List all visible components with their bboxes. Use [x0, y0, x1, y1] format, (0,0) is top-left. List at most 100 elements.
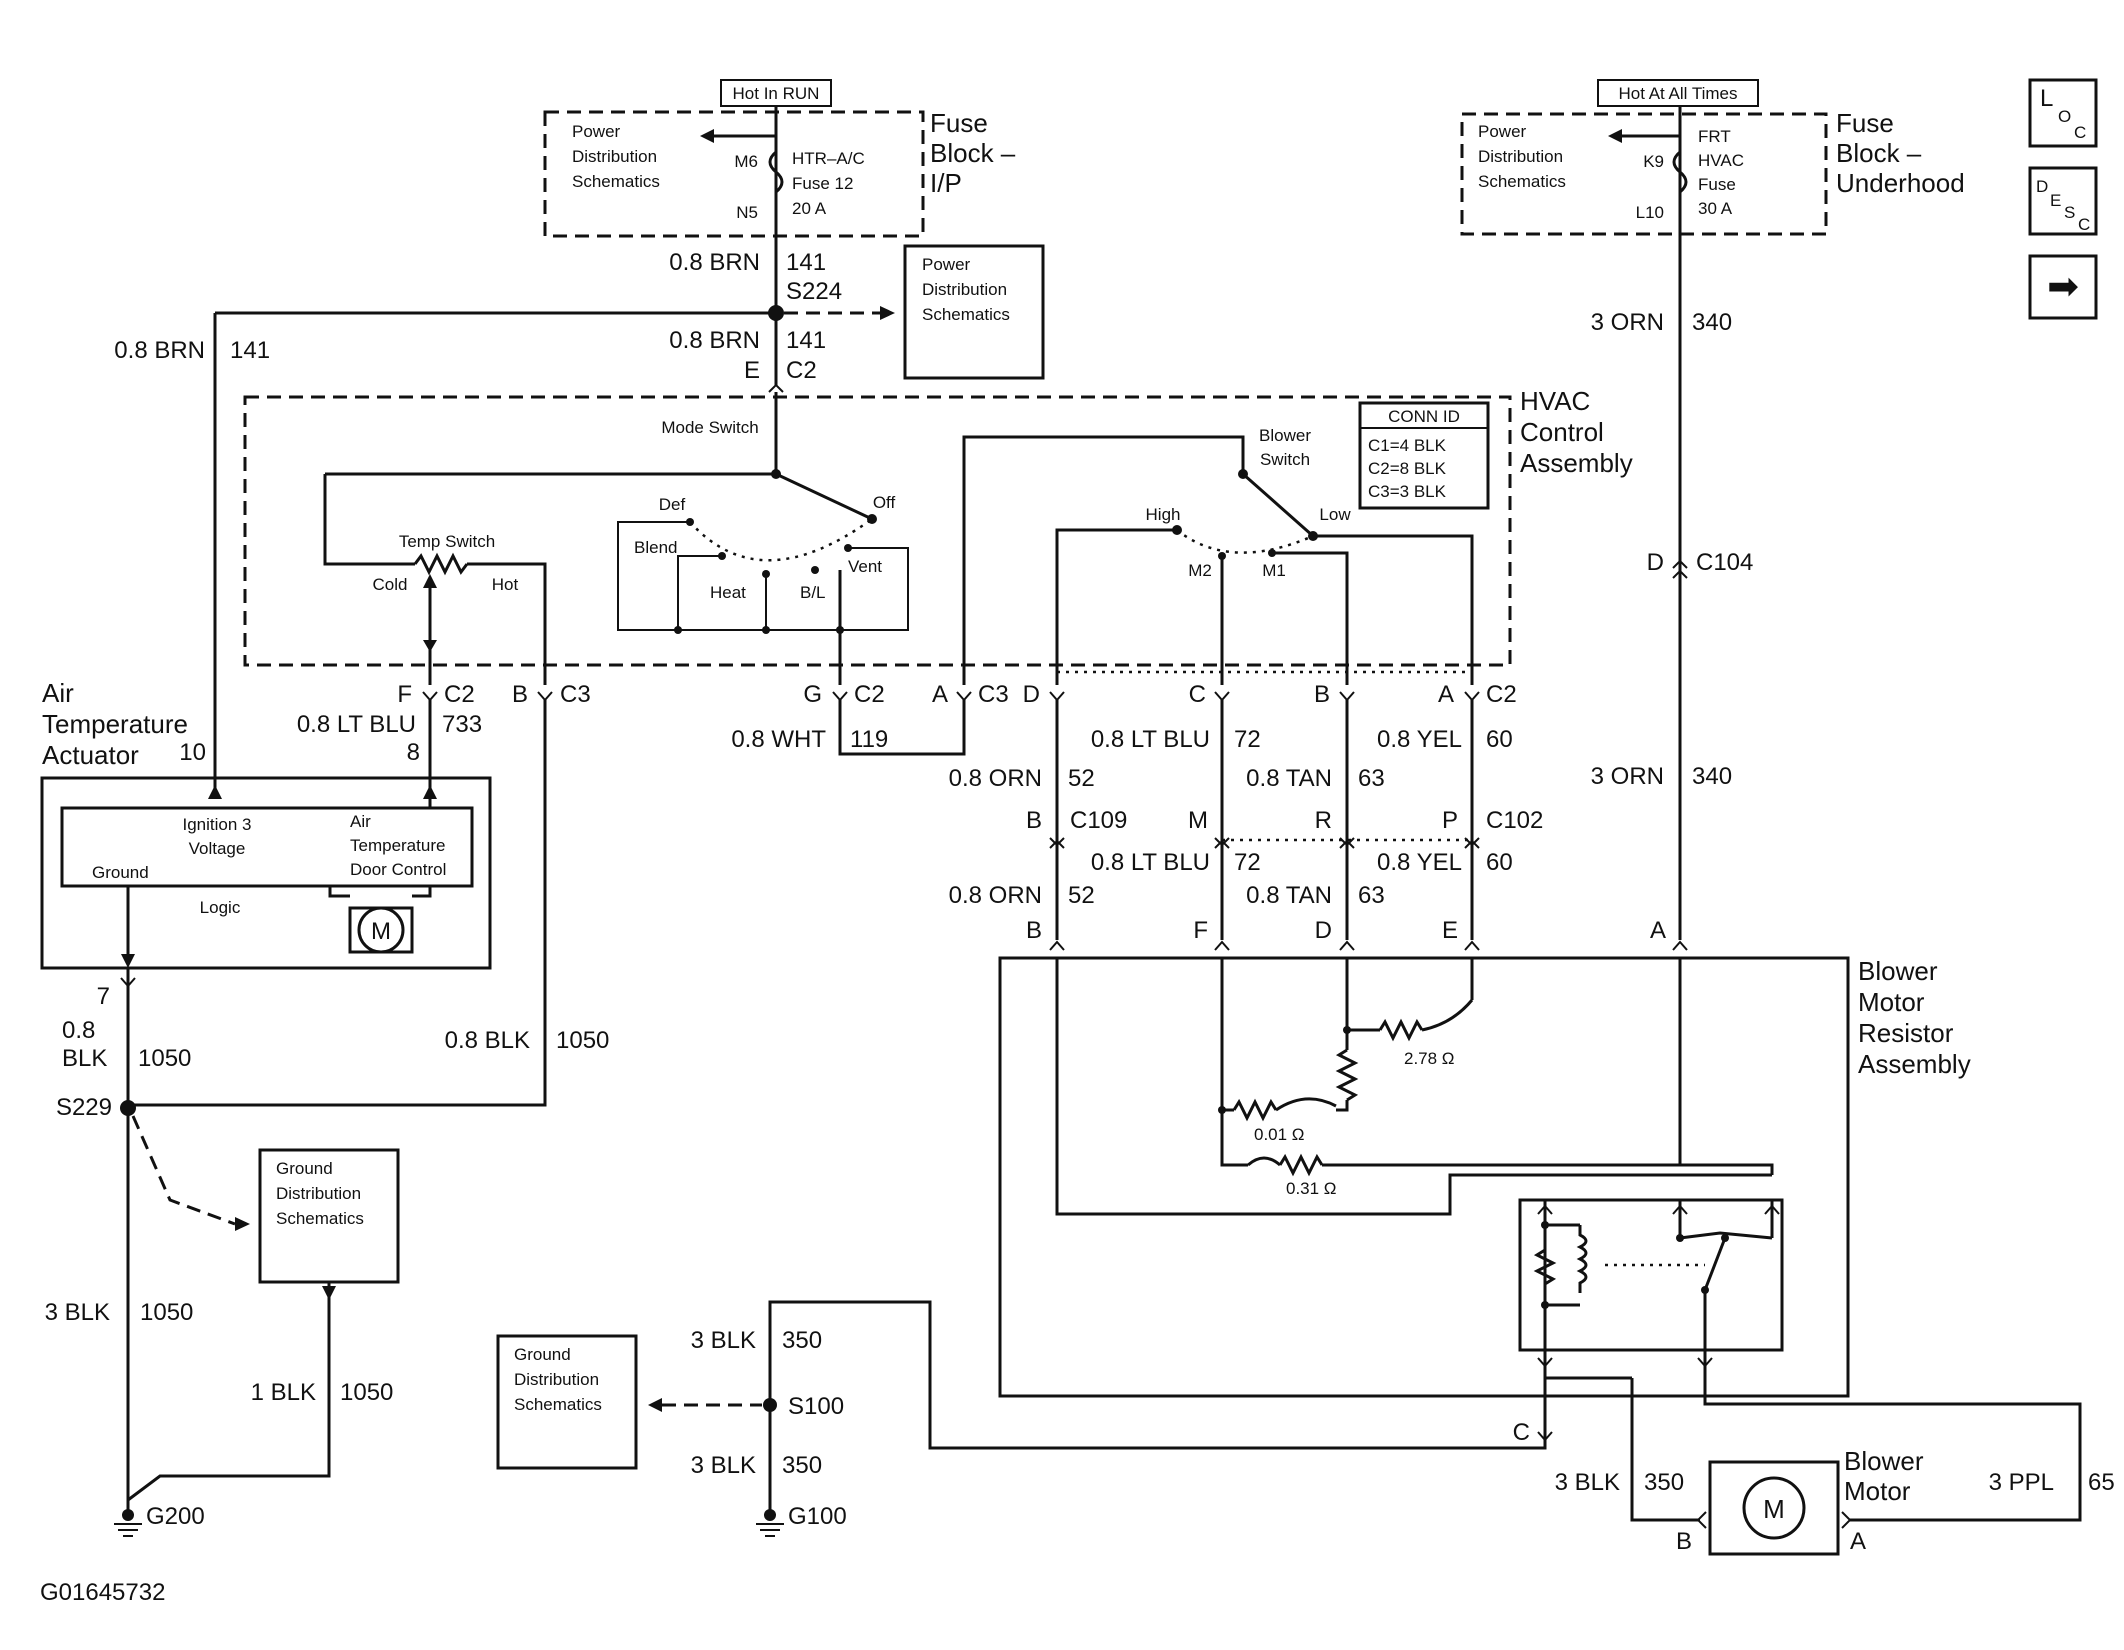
actuator-outline: [40, 776, 492, 970]
blower-motor-resistor-assembly: Blower Motor Resistor Assembly 2.78 Ω 0.…: [998, 940, 2082, 1522]
wire-65-circuit: 65: [2088, 1469, 2115, 1496]
blower-switch-blade: [1242, 472, 1314, 538]
wire-60-circuit-bottom: 60: [1486, 849, 1513, 876]
conn-id-c3: C3=3 BLK: [1368, 482, 1447, 501]
arrow-left-icon: [700, 129, 714, 143]
res-031-out: [1322, 1163, 1774, 1175]
wire-52-circuit-top: 52: [1068, 765, 1095, 792]
temp-cold-label: Cold: [373, 575, 408, 594]
conn-c2-name-e: C2: [786, 357, 817, 384]
resistor-pin-c: C: [1513, 1419, 1530, 1446]
resistor-pin-b: B: [1026, 917, 1042, 944]
blower-switch-label-2: Switch: [1260, 450, 1310, 469]
blower-motor-icon: [1742, 1476, 1806, 1540]
relay-switch-blade: [1703, 1237, 1727, 1291]
blower-high-label: High: [1146, 505, 1181, 524]
fuse-uh-pin-in: K9: [1643, 152, 1664, 171]
conn-id-title: CONN ID: [1388, 407, 1460, 426]
desc-button[interactable]: D E S C: [2028, 166, 2098, 236]
fuse-block-ip-outline: [543, 110, 925, 238]
resistor-001-symbol: [1232, 1098, 1278, 1122]
desc-button-letter-c: C: [2078, 215, 2090, 234]
resistor-assy-title-3: Resistor: [1858, 1018, 1954, 1048]
fuse-ip-name-2: Fuse 12: [792, 174, 853, 193]
blower-pin-b: B: [1676, 1528, 1692, 1555]
wire-1050-c-circuit: 1050: [140, 1299, 193, 1326]
wire-65-motor-a: [1703, 1350, 2082, 1522]
temp-pot-resistor: [413, 552, 469, 576]
c104-pin: D: [1647, 549, 1664, 576]
arrow-left-icon: [1608, 129, 1622, 143]
actuator-logic-label: Logic: [200, 898, 241, 917]
resistor-278-top: [1378, 1018, 1424, 1042]
mode-blend-label: Blend: [634, 538, 677, 557]
res-internal-d-wire: [1345, 958, 1380, 1032]
wire-63-circuit-top: 63: [1358, 765, 1385, 792]
fuse-uh-name-1: FRT: [1698, 127, 1731, 146]
junction-dot: [1541, 1301, 1549, 1309]
splice-s224-label: S224: [786, 278, 842, 305]
res-internal-f-down: [1220, 1110, 1248, 1167]
fuse-uh-pin-out: L10: [1636, 203, 1664, 222]
loc-button-letter-l: L: [2040, 85, 2053, 112]
blower-motor-title-1: Blower: [1844, 1446, 1924, 1476]
hvac-pin-c: C: [1189, 681, 1206, 708]
power-dist-ip-text-2: Distribution: [572, 147, 657, 166]
splice-s229-label: S229: [56, 1094, 112, 1121]
pin-chevron-res-b: [1049, 940, 1065, 951]
wire-1050-b-circuit: 1050: [556, 1027, 609, 1054]
next-page-button[interactable]: ➡: [2028, 254, 2098, 320]
wire-350-b-gauge: 3 BLK: [691, 1452, 756, 1479]
blower-motor-m: M: [1763, 1494, 1785, 1524]
splice-s100-label: S100: [788, 1393, 844, 1420]
loc-button[interactable]: L O C: [2028, 78, 2098, 148]
blower-pin-b-chevron: [1696, 1511, 1707, 1529]
wire-340-gauge-top: 3 ORN: [1591, 309, 1664, 336]
res-001-link: [1275, 1097, 1337, 1112]
fuse-block-underhood-outline: [1460, 112, 1828, 236]
wire-1050-a-circuit: 1050: [138, 1045, 191, 1072]
c109-name: C109: [1070, 807, 1127, 834]
wire-350-b-circuit: 350: [782, 1452, 822, 1479]
ground-g100-icon: [756, 1523, 784, 1537]
blower-switch-feed: [962, 435, 1245, 685]
conn-id-box: [1358, 401, 1490, 510]
blower-m1-label: M1: [1262, 561, 1286, 580]
ground-s229-g200: S229 Ground Distribution Schematics 3 BL…: [45, 1094, 400, 1537]
hvac-pin-a: A: [932, 681, 948, 708]
loc-button-letter-o: O: [2058, 107, 2071, 126]
actuator-title-3: Actuator: [42, 740, 139, 770]
fuse-block-ip-title-3: I/P: [930, 168, 962, 198]
blower-pin-a-chevron: [1841, 1511, 1852, 1529]
junction-dot: [1541, 1221, 1549, 1229]
pin-chevron-res-f: [1214, 940, 1230, 951]
wire-60-circuit-top: 60: [1486, 726, 1513, 753]
blower-high-wire: [1055, 528, 1177, 685]
hvac-pin-b2: B: [1314, 681, 1330, 708]
mode-bus-blend: [677, 555, 722, 630]
wire-1050-b-gauge: 0.8 BLK: [445, 1027, 530, 1054]
wire-350-to-resistor: [768, 1300, 1547, 1450]
hvac-title-1: HVAC: [1520, 386, 1590, 416]
actuator-motor-icon: [357, 906, 405, 954]
resistor-031-symbol: [1278, 1153, 1324, 1177]
blower-m2-label: M2: [1188, 561, 1212, 580]
left-feed-circuit: 141: [230, 337, 270, 364]
power-dist-uh-text-3: Schematics: [1478, 172, 1566, 191]
actuator-ign-label-2: Voltage: [189, 839, 246, 858]
arrow-up-icon: [423, 785, 437, 799]
ground-dist-2-text-2: Distribution: [514, 1370, 599, 1389]
wire-141-top-circuit: 141: [786, 249, 826, 276]
pin-chevron-c: [1214, 691, 1230, 702]
mode-switch-label: Mode Switch: [661, 418, 758, 437]
hvac-pin-f: F: [397, 681, 412, 708]
wire-72-circuit-top: 72: [1234, 726, 1261, 753]
pin-chevron-a: [956, 691, 972, 702]
fuse-ip-pin-in: M6: [734, 152, 758, 171]
blower-relay-box: [1518, 1198, 1784, 1352]
arrow-right-icon: [880, 306, 895, 320]
fuse-ip-pin-out: N5: [736, 203, 758, 222]
desc-button-frame: [2028, 166, 2098, 236]
resistor-031-label: 0.31 Ω: [1286, 1179, 1337, 1198]
wire-350-a-circuit: 350: [782, 1327, 822, 1354]
